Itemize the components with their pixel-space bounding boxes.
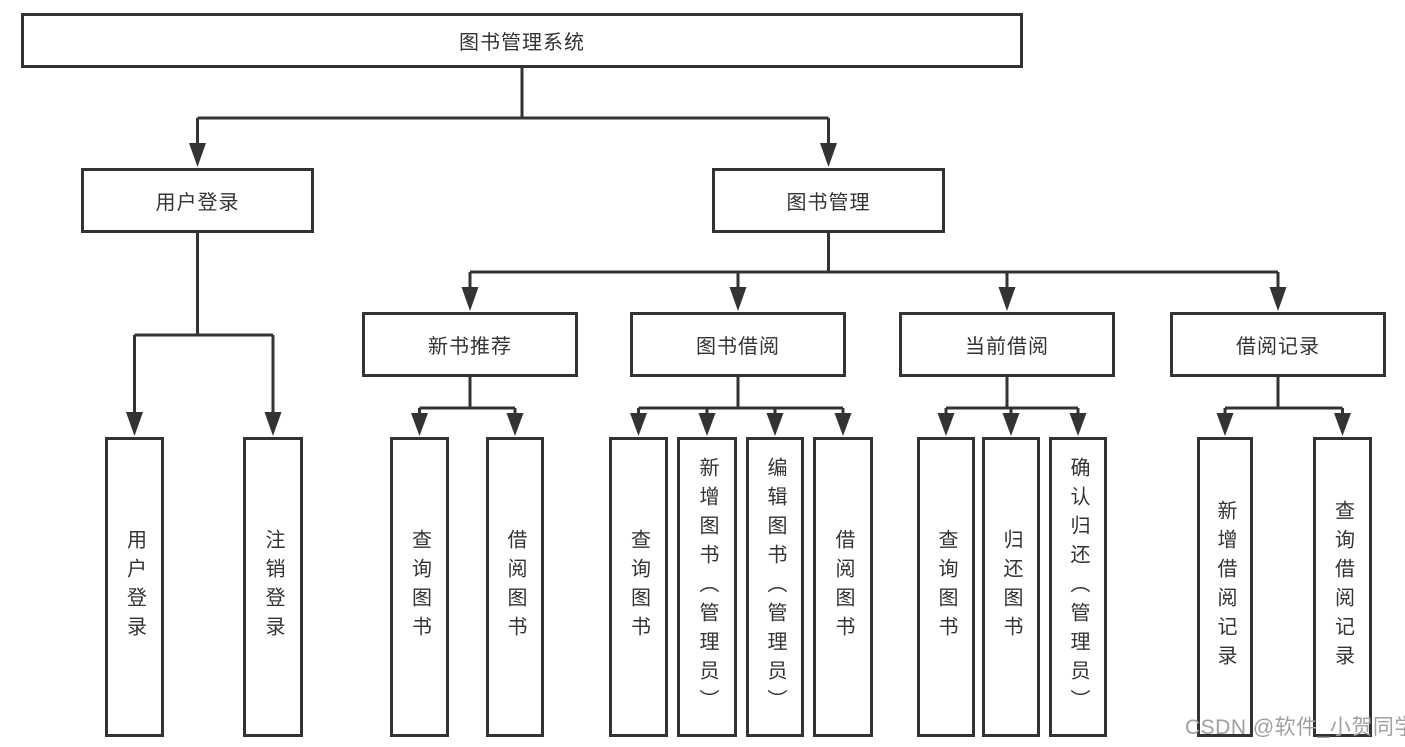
connector-record-leaves	[1223, 377, 1344, 416]
branch-node-label: 图书借阅	[696, 336, 780, 358]
leaf-node-add-borrow-record: 新增借阅记录	[1197, 437, 1253, 737]
branch-node-label: 借阅记录	[1236, 336, 1320, 358]
arrowheads-record-leaves	[1216, 413, 1351, 436]
leaf-node-borrow-books: 借阅图书	[813, 437, 873, 737]
branch-node-new-book-recommend: 新书推荐	[362, 312, 578, 377]
branch-node-book-borrow: 图书借阅	[630, 312, 846, 377]
leaf-node-label: 确认归还（管理员）	[1067, 456, 1089, 718]
root-node-library-system: 图书管理系统	[21, 13, 1023, 68]
branch-node-label: 图书管理	[786, 192, 871, 214]
leaf-node-label: 新增图书（管理员）	[696, 456, 718, 718]
leaf-node-label: 用户登录	[123, 529, 146, 645]
leaf-node-label: 注销登录	[262, 529, 284, 645]
arrowheads-user-leaves	[126, 412, 282, 436]
leaf-node-label: 归还图书	[1000, 529, 1022, 645]
connector-current-leaves	[944, 377, 1080, 416]
arrowheads-borrow-leaves	[630, 413, 852, 436]
leaf-node-query-books-borrow: 查询图书	[609, 437, 668, 737]
leaf-node-return-books: 归还图书	[982, 437, 1040, 737]
arrowheads-current-leaves	[937, 413, 1087, 436]
branch-node-book-management: 图书管理	[712, 168, 945, 233]
branch-node-borrow-record: 借阅记录	[1170, 312, 1386, 377]
leaf-node-edit-books-admin: 编辑图书（管理员）	[746, 437, 804, 737]
branch-node-label: 新书推荐	[428, 336, 512, 358]
leaf-node-confirm-return-admin: 确认归还（管理员）	[1049, 437, 1107, 737]
leaf-node-logout: 注销登录	[243, 437, 303, 737]
leaf-node-label: 查询图书	[627, 529, 650, 645]
leaf-node-label: 查询借阅记录	[1331, 500, 1354, 674]
leaf-node-query-borrow-record: 查询借阅记录	[1313, 437, 1372, 737]
leaf-node-label: 借阅图书	[504, 529, 526, 645]
leaf-node-label: 查询图书	[408, 529, 431, 645]
leaf-node-query-books-recommend: 查询图书	[390, 437, 449, 737]
connector-root-to-level1	[196, 68, 830, 146]
leaf-node-add-books-admin: 新增图书（管理员）	[677, 437, 737, 737]
leaf-node-label: 查询图书	[935, 529, 957, 645]
leaf-node-label: 编辑图书（管理员）	[764, 456, 786, 718]
connector-newbook-leaves	[418, 377, 517, 416]
leaf-node-query-books-current: 查询图书	[917, 437, 975, 737]
branch-node-label: 当前借阅	[965, 336, 1049, 358]
connector-book-to-level2	[468, 233, 1280, 290]
arrowheads-newbook-leaves	[411, 413, 524, 436]
arrowheads-level1	[189, 143, 837, 167]
branch-node-user-login: 用户登录	[81, 168, 314, 233]
leaf-node-label: 新增借阅记录	[1214, 500, 1236, 674]
connector-borrow-leaves	[637, 377, 845, 416]
root-node-label: 图书管理系统	[459, 32, 585, 54]
connector-user-branch	[133, 233, 275, 414]
branch-node-current-borrow: 当前借阅	[899, 312, 1115, 377]
csdn-watermark: CSDN @软件_小贺同学	[1185, 716, 1405, 739]
leaf-node-label: 借阅图书	[832, 529, 854, 645]
leaf-node-borrow-books-recommend: 借阅图书	[486, 437, 544, 737]
leaf-node-user-login: 用户登录	[105, 437, 164, 737]
arrowheads-level2	[461, 287, 1287, 311]
branch-node-label: 用户登录	[155, 192, 240, 214]
